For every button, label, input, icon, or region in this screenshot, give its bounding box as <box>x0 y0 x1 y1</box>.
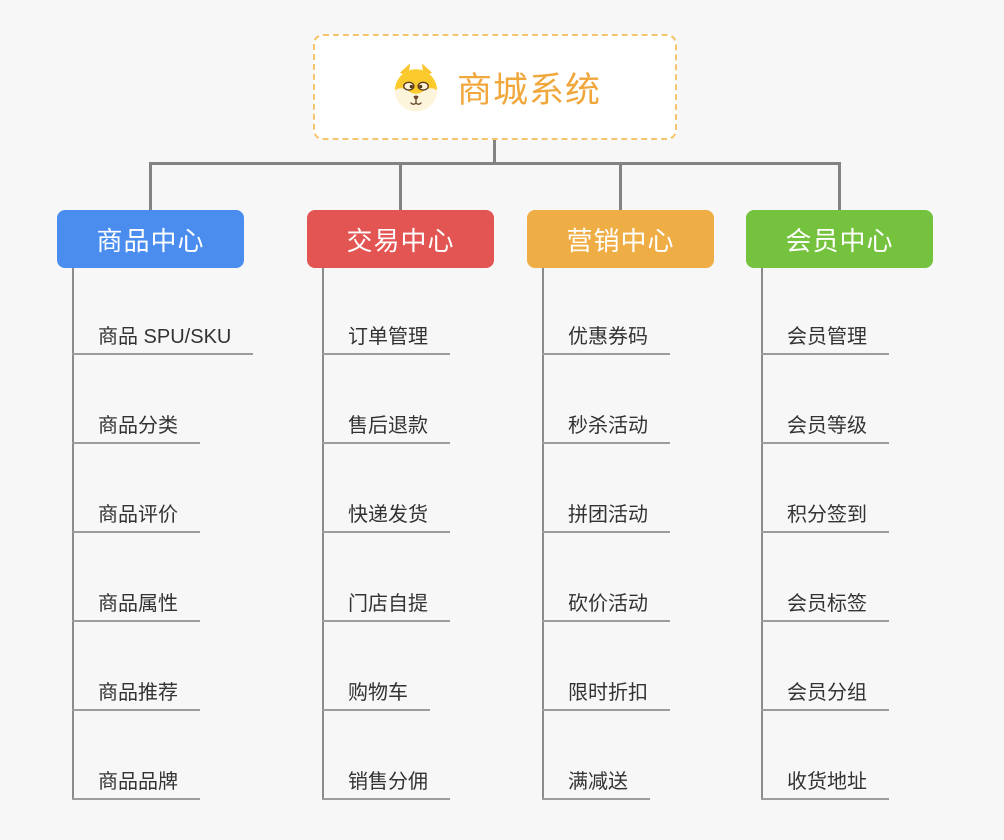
branch-label: 商品中心 <box>96 225 205 256</box>
leaf-item[interactable]: 门店自提 <box>322 588 450 622</box>
branch-label: 营销中心 <box>566 225 675 256</box>
connector-drop <box>619 162 622 210</box>
leaf-item[interactable]: 商品推荐 <box>72 677 200 711</box>
branch-header[interactable]: 会员中心 <box>746 210 933 268</box>
leaf-item[interactable]: 销售分佣 <box>322 766 450 800</box>
leaf-item[interactable]: 优惠券码 <box>542 321 670 355</box>
branch-connector-line <box>542 268 544 800</box>
leaf-label: 会员标签 <box>787 593 867 615</box>
leaf-item[interactable]: 购物车 <box>322 677 430 711</box>
connector-drop <box>399 162 402 210</box>
leaf-label: 快递发货 <box>348 504 428 526</box>
leaf-item[interactable]: 商品属性 <box>72 588 200 622</box>
leaf-item[interactable]: 积分签到 <box>761 499 889 533</box>
leaf-item[interactable]: 售后退款 <box>322 410 450 444</box>
branch-node: 会员中心 会员管理 会员等级 积分签到 会员标签 会员分组 收货地址 <box>746 210 1004 820</box>
leaf-item[interactable]: 满减送 <box>542 766 650 800</box>
leaf-label: 积分签到 <box>787 504 867 526</box>
leaf-item[interactable]: 秒杀活动 <box>542 410 670 444</box>
leaf-label: 会员管理 <box>787 326 867 348</box>
branch-connector-line <box>761 268 763 800</box>
leaf-label: 拼团活动 <box>568 504 648 526</box>
leaf-item[interactable]: 会员等级 <box>761 410 889 444</box>
leaf-item[interactable]: 会员管理 <box>761 321 889 355</box>
leaf-item[interactable]: 限时折扣 <box>542 677 670 711</box>
leaf-label: 售后退款 <box>348 415 428 437</box>
root-node[interactable]: 商城系统 <box>313 34 677 140</box>
leaf-item[interactable]: 商品品牌 <box>72 766 200 800</box>
leaf-item[interactable]: 商品评价 <box>72 499 200 533</box>
leaf-label: 商品 SPU/SKU <box>98 326 232 348</box>
leaf-label: 商品品牌 <box>98 771 178 793</box>
dog-face-icon <box>394 63 438 112</box>
branch-connector-line <box>322 268 324 800</box>
leaf-label: 收货地址 <box>787 771 867 793</box>
leaf-label: 门店自提 <box>348 593 428 615</box>
leaf-label: 限时折扣 <box>568 682 648 704</box>
connector-drop <box>149 162 152 210</box>
leaf-label: 会员分组 <box>787 682 867 704</box>
connector-horizontal <box>149 162 841 165</box>
leaf-item[interactable]: 收货地址 <box>761 766 889 800</box>
branch-node: 营销中心 优惠券码 秒杀活动 拼团活动 砍价活动 限时折扣 满减送 <box>527 210 787 820</box>
leaf-item[interactable]: 砍价活动 <box>542 588 670 622</box>
root-title: 商城系统 <box>456 70 601 110</box>
leaf-item[interactable]: 拼团活动 <box>542 499 670 533</box>
leaf-label: 订单管理 <box>348 326 428 348</box>
leaf-label: 商品评价 <box>98 504 178 526</box>
branch-node: 交易中心 订单管理 售后退款 快递发货 门店自提 购物车 销售分佣 <box>307 210 567 820</box>
leaf-label: 销售分佣 <box>348 771 428 793</box>
branch-header[interactable]: 商品中心 <box>57 210 244 268</box>
branch-label: 交易中心 <box>346 225 455 256</box>
leaf-item[interactable]: 会员分组 <box>761 677 889 711</box>
leaf-label: 会员等级 <box>787 415 867 437</box>
branch-node: 商品中心 商品 SPU/SKU 商品分类 商品评价 商品属性 商品推荐 商品品牌 <box>57 210 317 820</box>
leaf-item[interactable]: 订单管理 <box>322 321 450 355</box>
branch-connector-line <box>72 268 74 800</box>
leaf-label: 砍价活动 <box>568 593 648 615</box>
leaf-label: 商品推荐 <box>98 682 178 704</box>
branch-header[interactable]: 交易中心 <box>307 210 494 268</box>
leaf-label: 优惠券码 <box>568 326 648 348</box>
leaf-item[interactable]: 商品分类 <box>72 410 200 444</box>
leaf-item[interactable]: 快递发货 <box>322 499 450 533</box>
connector-drop <box>838 162 841 210</box>
leaf-label: 满减送 <box>568 771 628 793</box>
branch-label: 会员中心 <box>785 225 894 256</box>
leaf-item[interactable]: 商品 SPU/SKU <box>72 321 254 355</box>
branch-header[interactable]: 营销中心 <box>527 210 714 268</box>
leaf-item[interactable]: 会员标签 <box>761 588 889 622</box>
leaf-label: 秒杀活动 <box>568 415 648 437</box>
leaf-label: 商品分类 <box>98 415 178 437</box>
leaf-label: 购物车 <box>348 682 408 704</box>
connector-stub <box>493 140 496 164</box>
leaf-label: 商品属性 <box>98 593 178 615</box>
